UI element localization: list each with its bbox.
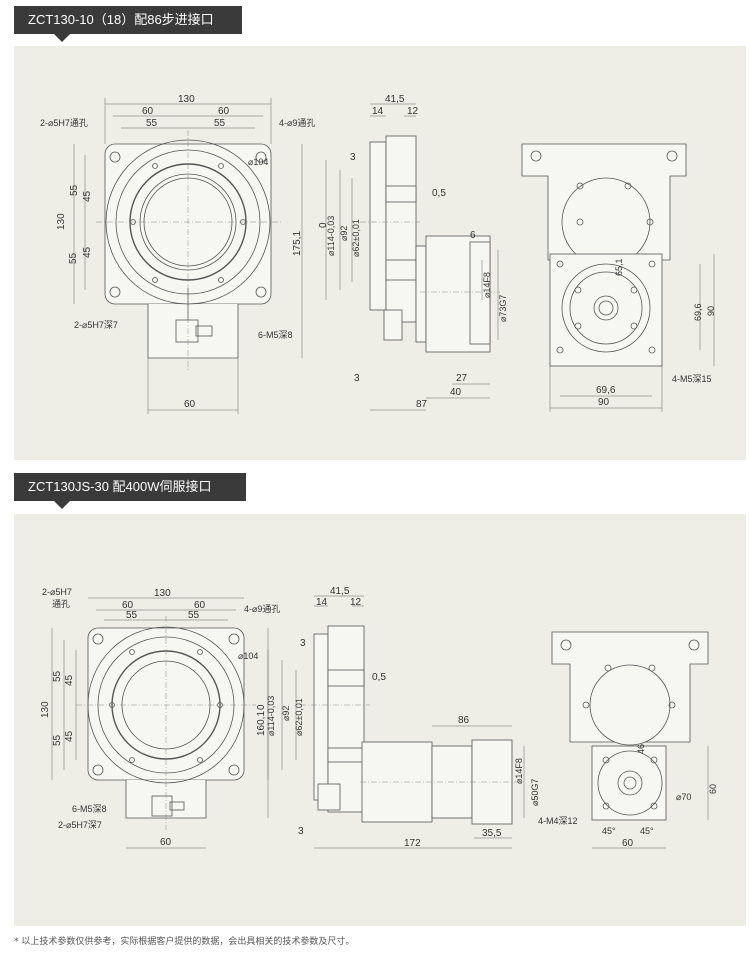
s1-s114: ⌀114-0,03 <box>326 216 336 256</box>
s1-s92: ⌀92 <box>339 226 349 241</box>
s2-v45b: 45 <box>64 730 75 742</box>
s1-dim-130: 130 <box>178 94 195 105</box>
s2-r45b: 45° <box>640 826 654 836</box>
s1-v45a: 45 <box>82 190 93 202</box>
s2-r70: ⌀70 <box>676 792 691 802</box>
s2-s3a: 3 <box>300 638 306 649</box>
s2-d104: ⌀104 <box>238 651 258 661</box>
s1-front-base <box>147 304 239 359</box>
s2-dim-60a: 60 <box>122 600 134 611</box>
s1-s87: 87 <box>416 399 428 410</box>
s1-s3b: 3 <box>354 373 360 384</box>
s1-v130: 130 <box>56 213 67 230</box>
s2-s86: 86 <box>458 715 470 726</box>
s2-dim-55a: 55 <box>126 610 138 621</box>
s2-hole-right: 4-⌀9通孔 <box>244 604 280 614</box>
s2-s114: ⌀114-0,03 <box>266 696 276 736</box>
s1-dim-55b: 55 <box>214 118 226 129</box>
s2-hole-left1: 2-⌀5H7 <box>42 587 72 597</box>
s1-v55a: 55 <box>69 184 80 196</box>
s2-bottom-60: 60 <box>160 837 172 848</box>
s2-s50g7: ⌀50G7 <box>530 779 540 806</box>
s1-s14f8: ⌀14F8 <box>482 272 492 298</box>
s2-v1601: 160,1 <box>256 711 267 736</box>
s1-r90h: 90 <box>598 397 610 408</box>
s2-s92: ⌀92 <box>281 706 291 721</box>
s2-dim-55b: 55 <box>188 610 200 621</box>
s1-s6: 6 <box>470 230 476 241</box>
s2-s05: 0,5 <box>372 672 386 683</box>
s1-s415: 41,5 <box>385 94 405 105</box>
s1-tap: 6-M5深8 <box>258 330 293 340</box>
s2-hole-left2: 通孔 <box>52 599 70 609</box>
s1-bottom-60: 60 <box>184 399 196 410</box>
s2-r60v: 60 <box>708 784 718 794</box>
s1-hole-left: 2-⌀5H7通孔 <box>40 118 88 128</box>
s1-dim-60b: 60 <box>218 106 230 117</box>
s2-r60h: 60 <box>622 838 634 849</box>
s1-s05: 0,5 <box>432 188 446 199</box>
s2-r46: 46 <box>636 744 646 754</box>
s2-v45a: 45 <box>64 674 75 686</box>
s1-pin-left: 2-⌀5H7深7 <box>74 320 118 330</box>
s2-s3b: 3 <box>298 826 304 837</box>
s1-hole-right: 4-⌀9通孔 <box>279 118 315 128</box>
s1-s12: 12 <box>407 106 419 117</box>
s2-v55a: 55 <box>52 670 63 682</box>
section1-title: ZCT130-10（18）配86步进接口 <box>28 12 214 27</box>
s2-s62: ⌀62±0,01 <box>294 698 304 736</box>
s1-dim-60a: 60 <box>142 106 154 117</box>
s1-s27: 27 <box>456 373 468 384</box>
s2-s355: 35,5 <box>482 828 502 839</box>
s1-r90v: 90 <box>706 306 716 316</box>
s2-pin-left: 2-⌀5H7深7 <box>58 820 102 830</box>
s2-tap: 6-M5深8 <box>72 804 107 814</box>
s2-s415: 41,5 <box>330 586 350 597</box>
s1-rm5: 4-M5深15 <box>672 374 712 384</box>
s1-r651: 65,1 <box>614 258 624 276</box>
s2-dim-60b: 60 <box>194 600 206 611</box>
s1-r696v: 69,6 <box>693 303 703 321</box>
s1-s0: 0 <box>318 222 329 228</box>
s2-s0: 0 <box>256 704 267 710</box>
s1-s73g7: ⌀73G7 <box>498 295 508 322</box>
s1-v45b: 45 <box>82 246 93 258</box>
s1-v1751: 175,1 <box>292 231 303 256</box>
s1-s3a: 3 <box>350 152 356 163</box>
section2-title: ZCT130JS-30 配400W伺服接口 <box>28 479 212 494</box>
s1-d104: ⌀104 <box>248 157 268 167</box>
s2-side-plate <box>313 633 329 801</box>
s2-s172: 172 <box>404 838 421 849</box>
s2-s14f8: ⌀14F8 <box>514 758 524 784</box>
s2-s12: 12 <box>350 597 362 608</box>
s2-dim-130: 130 <box>154 588 171 599</box>
s1-v55b: 55 <box>68 252 79 264</box>
s1-r696h: 69,6 <box>596 385 616 396</box>
s2-rm4: 4-M4深12 <box>538 816 578 826</box>
s1-s14: 14 <box>372 106 384 117</box>
s2-r45a: 45° <box>602 826 616 836</box>
s2-v130: 130 <box>40 701 51 718</box>
section1-title-tab: ZCT130-10（18）配86步进接口 <box>14 6 242 42</box>
footer-note: * 以上技术参数仅供参考，实际根据客户提供的数据，会出具相关的技术参数及尺寸。 <box>14 937 355 947</box>
s1-s62: ⌀62±0,01 <box>351 219 361 257</box>
s2-s14: 14 <box>316 597 328 608</box>
s1-dim-55a: 55 <box>146 118 158 129</box>
section2-title-tab: ZCT130JS-30 配400W伺服接口 <box>14 473 246 509</box>
s2-v55b: 55 <box>52 734 63 746</box>
s1-s40: 40 <box>450 387 462 398</box>
